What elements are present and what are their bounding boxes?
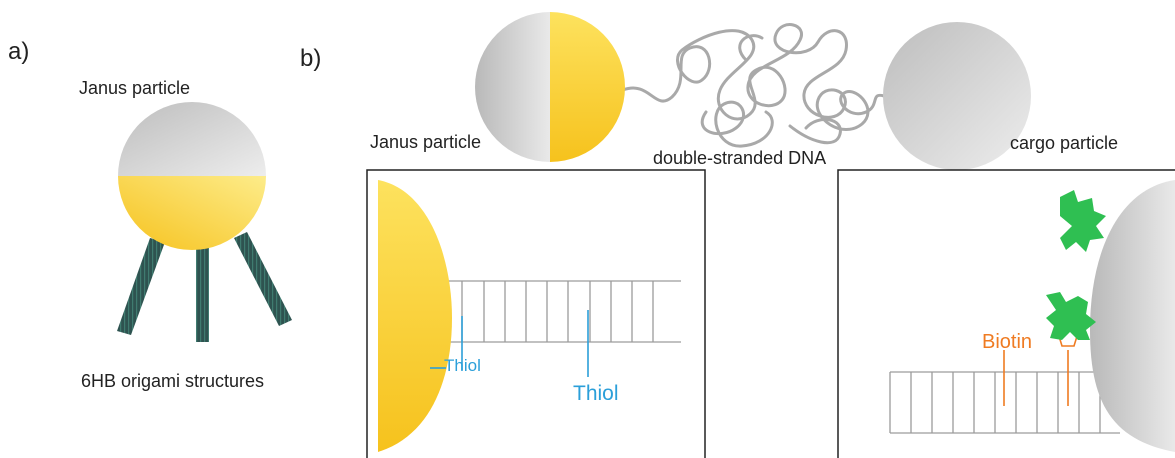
inset-left (366, 169, 706, 458)
cargo-surface (1090, 180, 1175, 452)
panel-b-letter: b) (300, 45, 322, 72)
panel-a-letter: a) (8, 38, 30, 65)
panel-b-cargo-label: cargo particle (1010, 133, 1119, 153)
gold-surface (378, 180, 452, 452)
origami-rod-right (234, 232, 292, 326)
panel-b-dna-label: double-stranded DNA (653, 148, 827, 168)
dsdna-coil (621, 23, 886, 131)
inset-right (837, 169, 1175, 458)
dna-ladder-right (889, 371, 1120, 434)
janus-particle-gold-half (118, 176, 266, 250)
janus-particle-top-gold (550, 12, 625, 162)
streptavidin-upper (1060, 190, 1106, 252)
thiol-label-small: Thiol (444, 356, 481, 375)
panel-a-janus-label: Janus particle (79, 78, 191, 98)
panel-a (117, 102, 292, 342)
dsdna-coil-loop-2 (700, 34, 842, 148)
origami-rod-middle (196, 247, 209, 342)
panel-b-janus-label: Janus particle (370, 132, 482, 152)
origami-rods (117, 232, 292, 342)
biotin-label: Biotin (982, 331, 1033, 353)
panel-a-origami-label: 6HB origami structures (81, 371, 265, 391)
panel-b-top (475, 12, 1031, 170)
janus-particle-top-silver (475, 12, 550, 162)
cargo-particle (883, 22, 1031, 170)
streptavidin-lower (1046, 292, 1096, 340)
janus-particle-silver-half (118, 102, 266, 176)
origami-rod-left (117, 238, 165, 335)
thiol-label-large: Thiol (573, 382, 619, 405)
